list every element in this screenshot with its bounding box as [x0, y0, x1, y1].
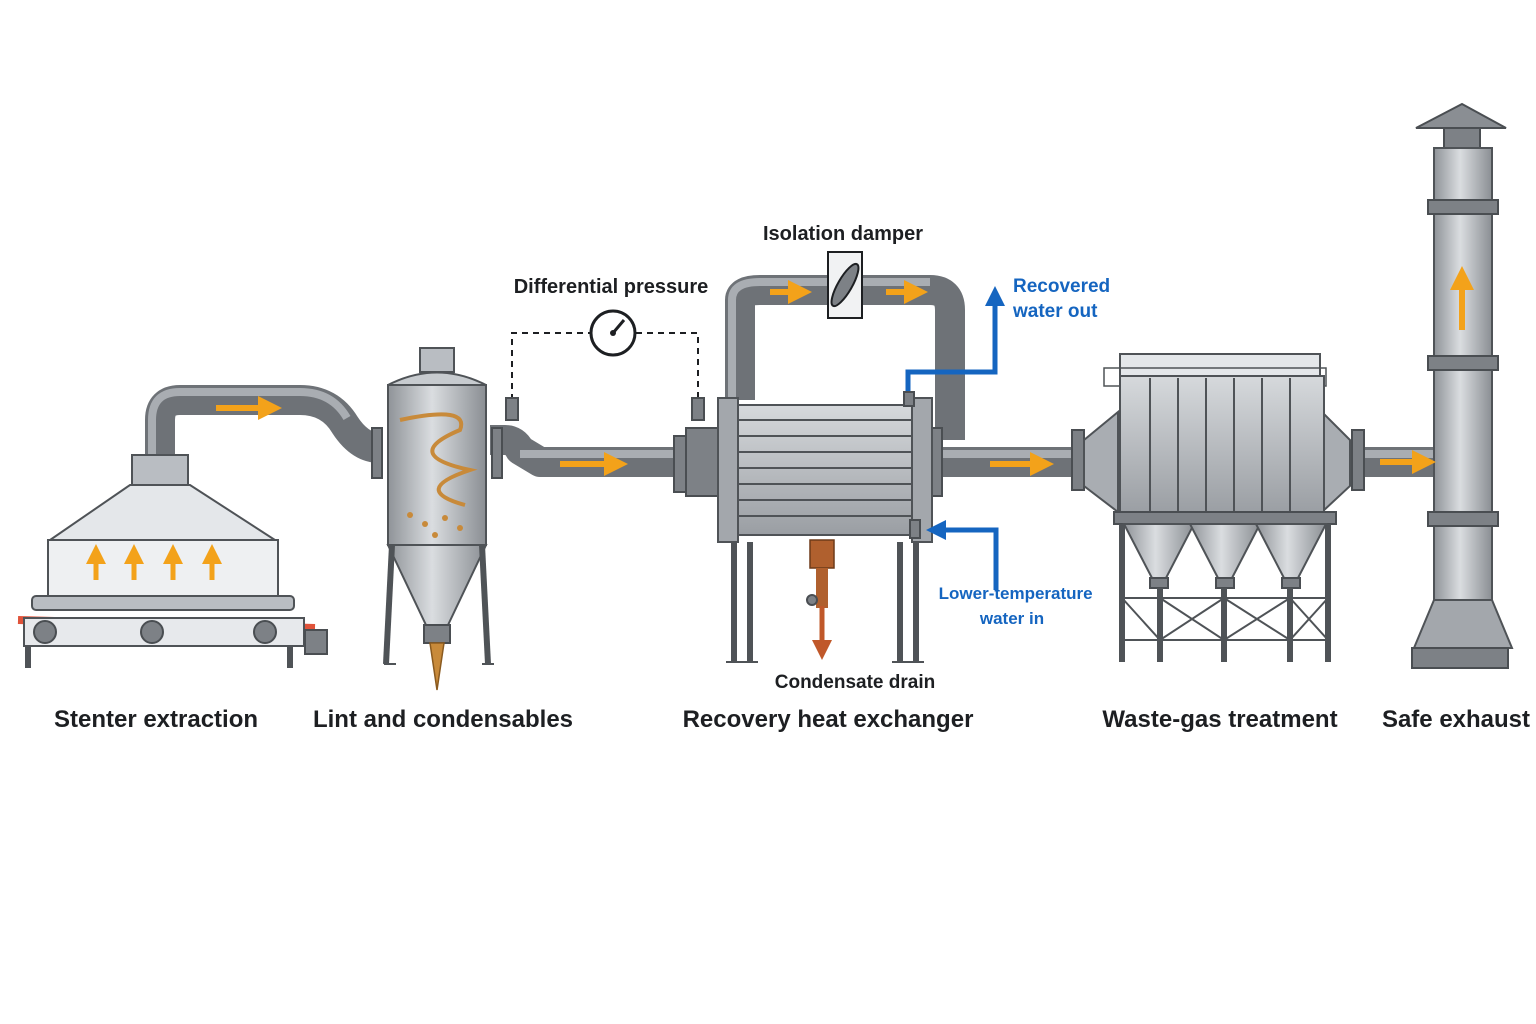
stage-labels: Stenter extraction Lint and condensables…	[54, 706, 1530, 733]
condensate-drain-label: Condensate drain	[775, 672, 935, 693]
water-lines	[903, 286, 1005, 590]
duct-flanges	[371, 427, 1365, 493]
damper-icon	[830, 262, 860, 308]
recovered-water-out-line-2: water out	[1012, 301, 1098, 322]
stage-label-safe-exhaust: Safe exhaust	[1382, 706, 1530, 733]
differential-pressure-instrument	[505, 309, 705, 421]
lower-temperature-water-in-line-1: Lower-temperature	[939, 584, 1093, 603]
recovered-water-out-label: Recovered water out	[1012, 276, 1115, 322]
differential-pressure-label: Differential pressure	[514, 276, 709, 298]
heat-exchanger	[685, 397, 943, 663]
stage-label-recovery-heat-exchanger: Recovery heat exchanger	[683, 706, 974, 733]
gas-flow-arrows	[216, 266, 1474, 476]
stage-label-lint-and-condensables: Lint and condensables	[313, 706, 573, 733]
lower-temperature-water-in-line-2: water in	[979, 609, 1044, 628]
callouts: Isolation damper Differential pressure R…	[514, 223, 1115, 693]
stage-label-stenter-extraction: Stenter extraction	[54, 706, 258, 733]
waste-gas-treatment-unit	[1083, 353, 1351, 662]
isolation-damper-label: Isolation damper	[763, 223, 923, 245]
cyclone-separator	[383, 347, 494, 691]
recovered-water-out-line-1: Recovered	[1013, 276, 1110, 297]
isolation-damper	[827, 251, 863, 319]
exhaust-stack	[1411, 102, 1514, 669]
lower-temperature-water-in-label: Lower-temperature water in	[939, 584, 1098, 628]
gauge-icon	[589, 309, 637, 357]
rising-air-arrows	[86, 544, 222, 580]
stage-label-waste-gas-treatment: Waste-gas treatment	[1102, 706, 1337, 733]
